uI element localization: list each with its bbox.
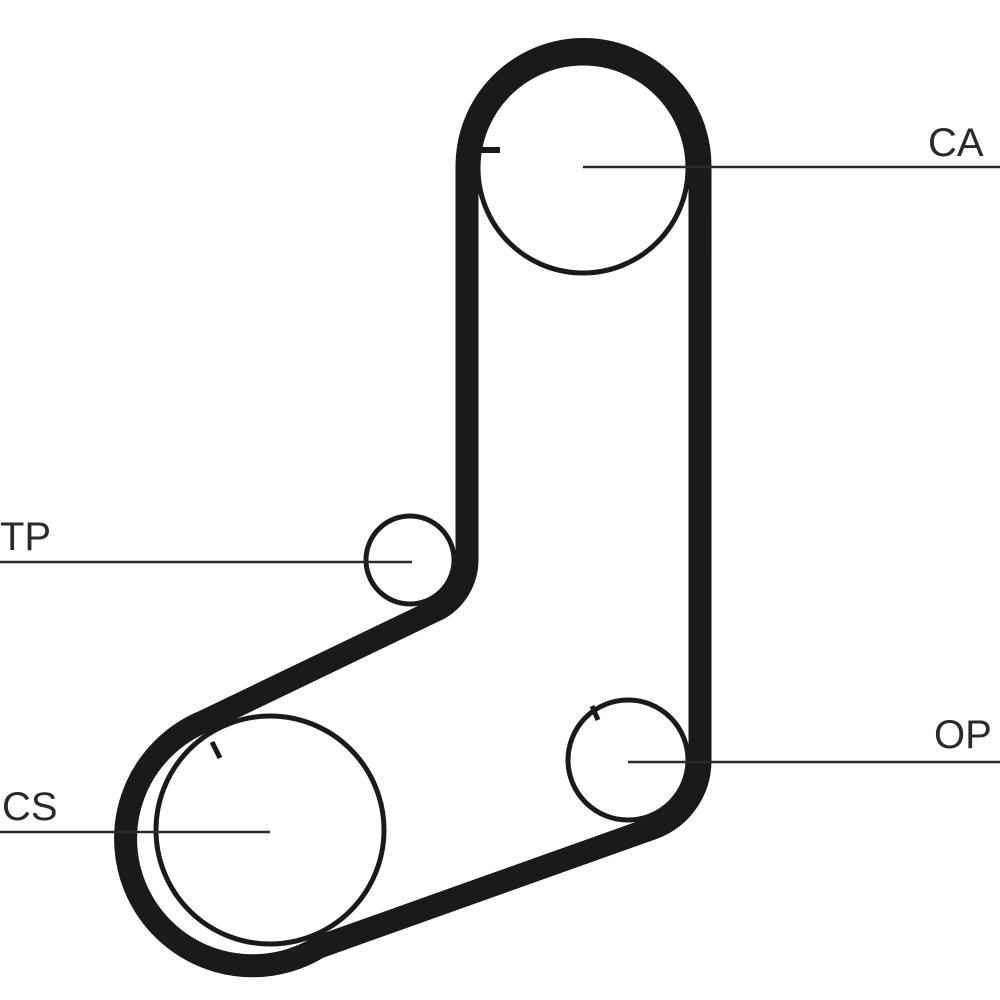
- label-camshaft: CA: [928, 121, 984, 165]
- label-oil-pump: OP: [934, 713, 992, 757]
- oil-pump-timing-mark: [589, 705, 601, 721]
- oil-pump-pulley: [565, 697, 691, 823]
- crankshaft-timing-mark: [209, 740, 223, 760]
- label-crankshaft: CS: [2, 785, 58, 829]
- tensioner-pulley: [363, 513, 457, 607]
- label-tensioner-pulley: TP: [0, 515, 51, 559]
- timing-belt: [114, 38, 712, 978]
- crankshaft-pulley: [153, 713, 387, 947]
